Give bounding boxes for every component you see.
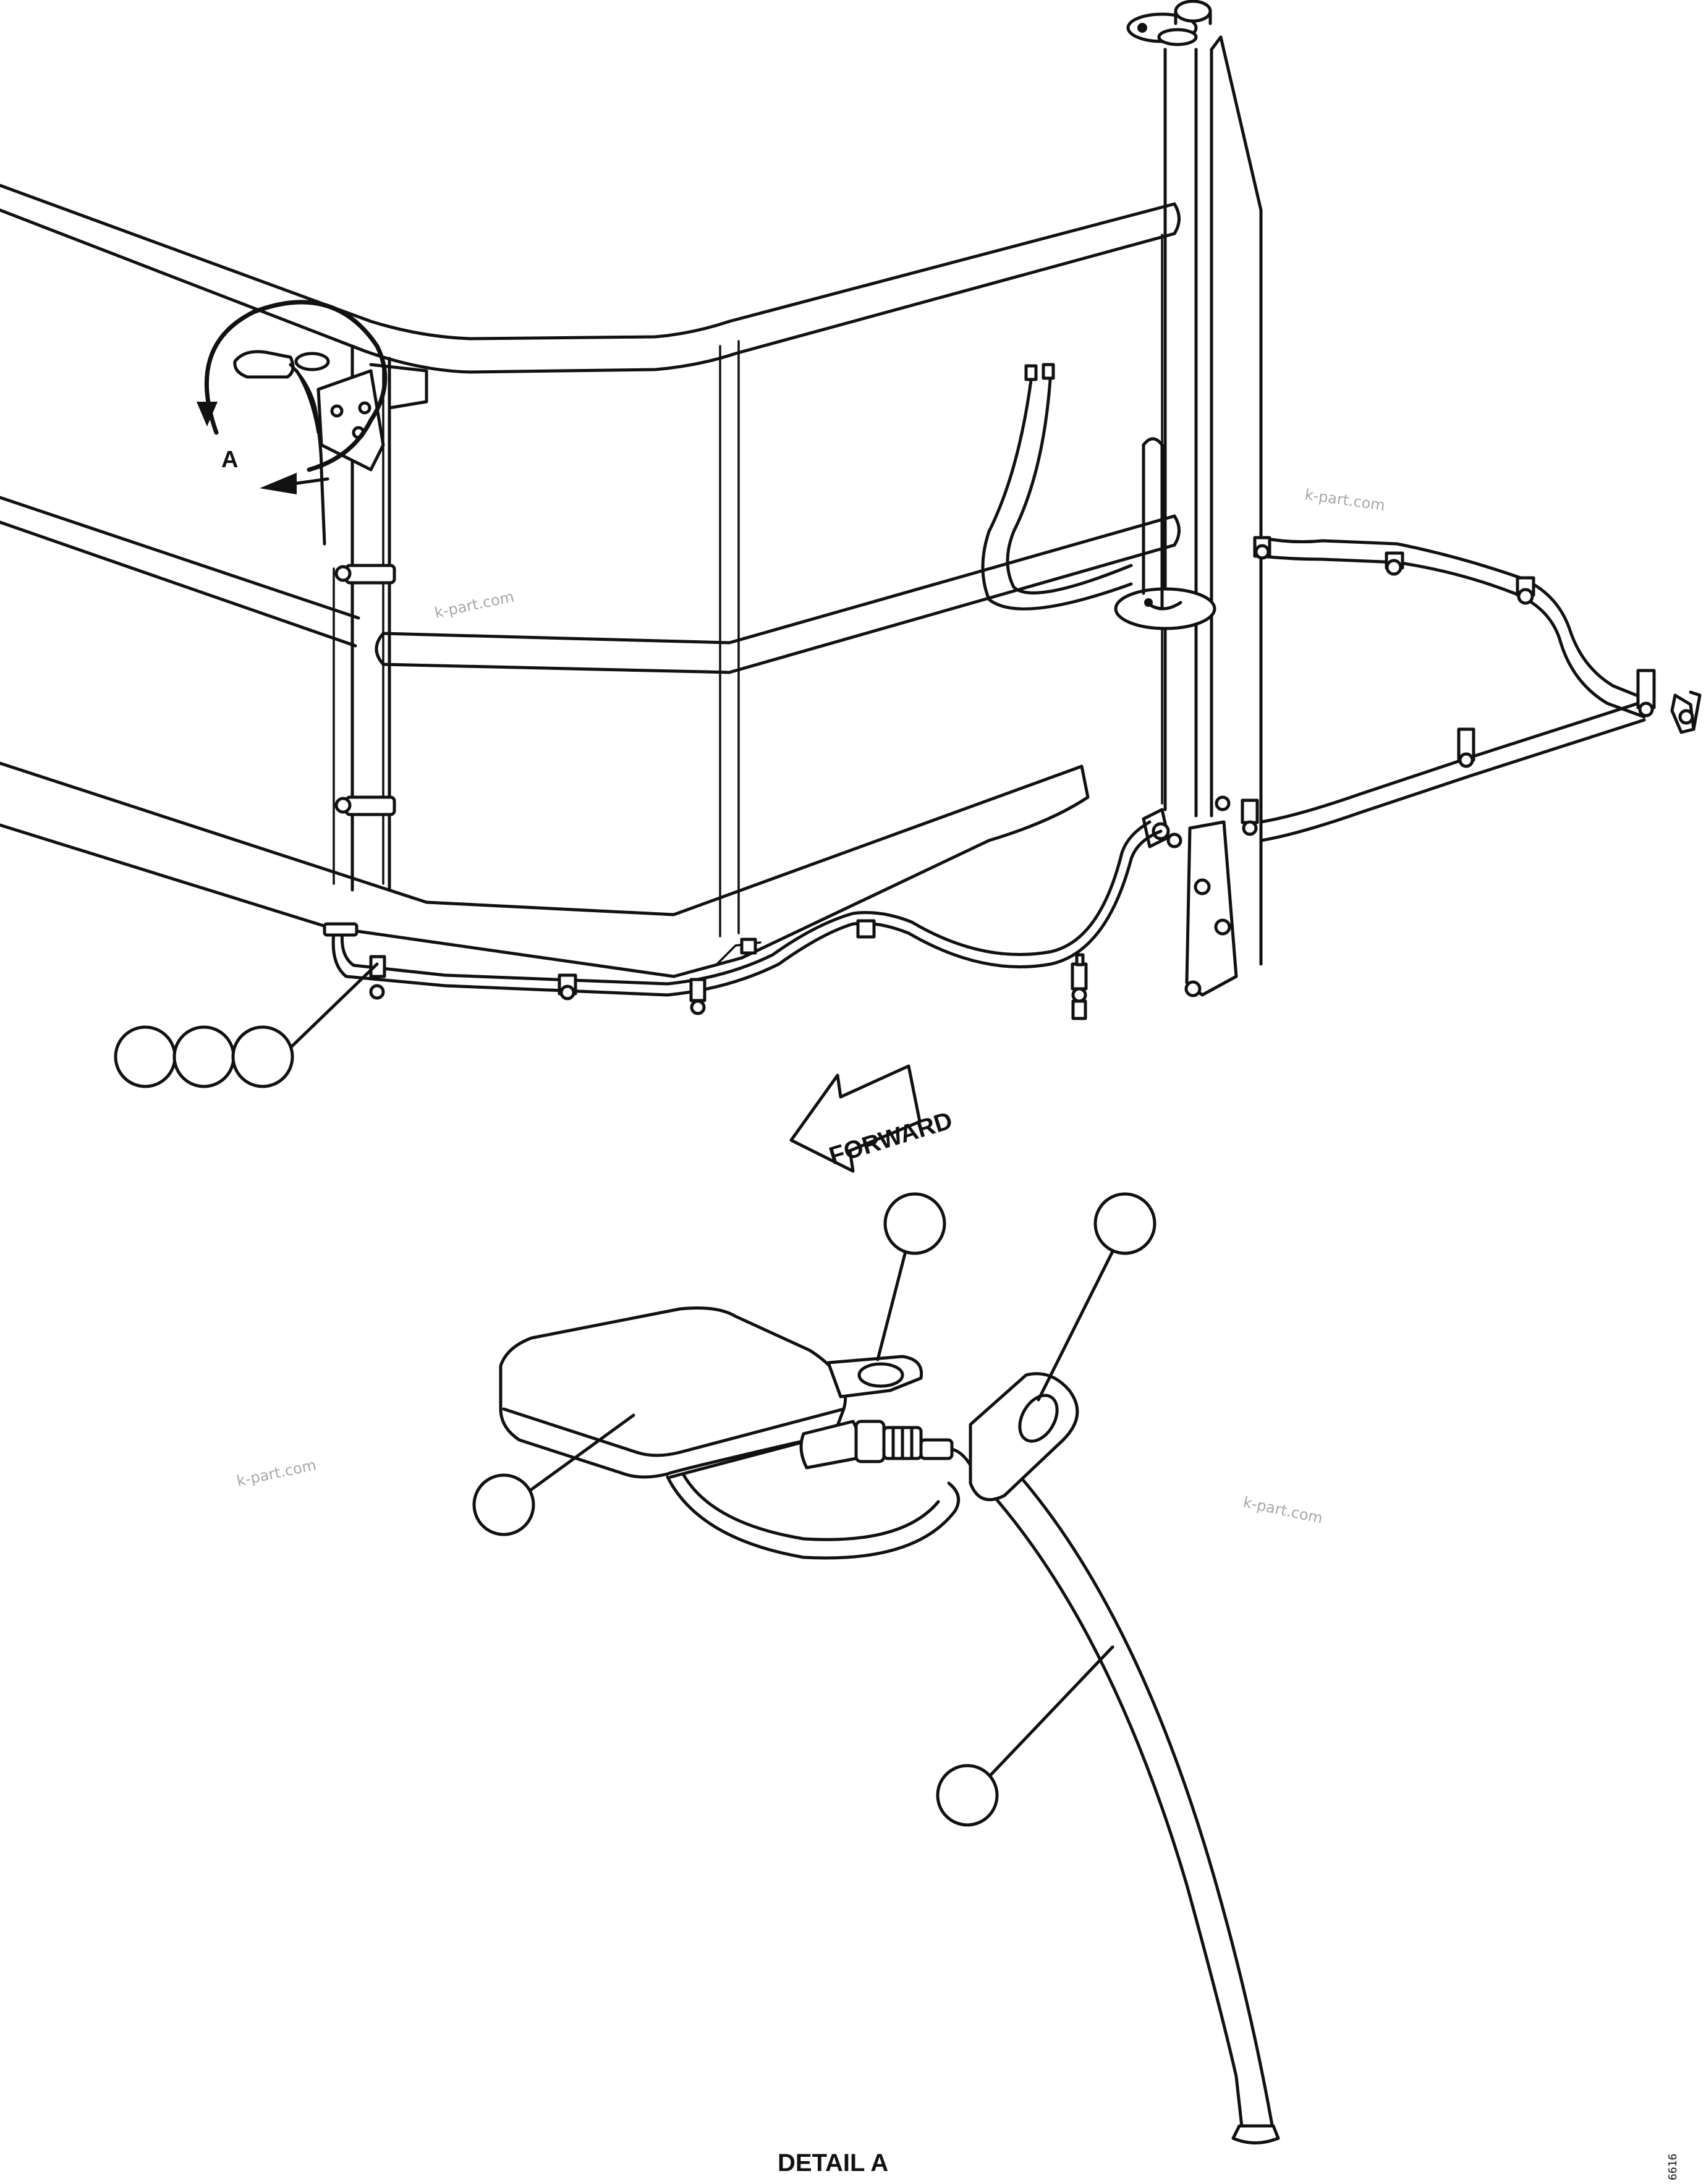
detail-a-indicator (197, 300, 388, 546)
watermark-2: k-part.com (433, 588, 516, 622)
callout-balloon-3 (231, 1025, 294, 1088)
watermark-3: k-part.com (235, 1456, 318, 1490)
detail-title: DETAIL A (778, 2149, 888, 2177)
watermark-4: k-part.com (1242, 1493, 1325, 1527)
callout-balloon-1 (114, 1025, 177, 1088)
main-view-callouts (114, 962, 379, 1088)
callout-balloon-5 (1093, 1192, 1156, 1255)
guard-rail-assembly: A (0, 0, 1702, 1020)
drawing-code: 6616 (1666, 2154, 1679, 2180)
callout-balloon-2 (172, 1025, 236, 1088)
detail-callouts (472, 1192, 1156, 1827)
callout-balloon-4 (883, 1192, 946, 1255)
watermark-1: k-part.com (1304, 486, 1386, 514)
callout-balloon-7 (936, 1764, 999, 1827)
detail-marker-a: A (221, 447, 238, 473)
forward-arrow: FORWARD (789, 1064, 956, 1173)
detail-a-view (499, 1306, 1280, 2144)
callout-balloon-6 (472, 1473, 535, 1536)
